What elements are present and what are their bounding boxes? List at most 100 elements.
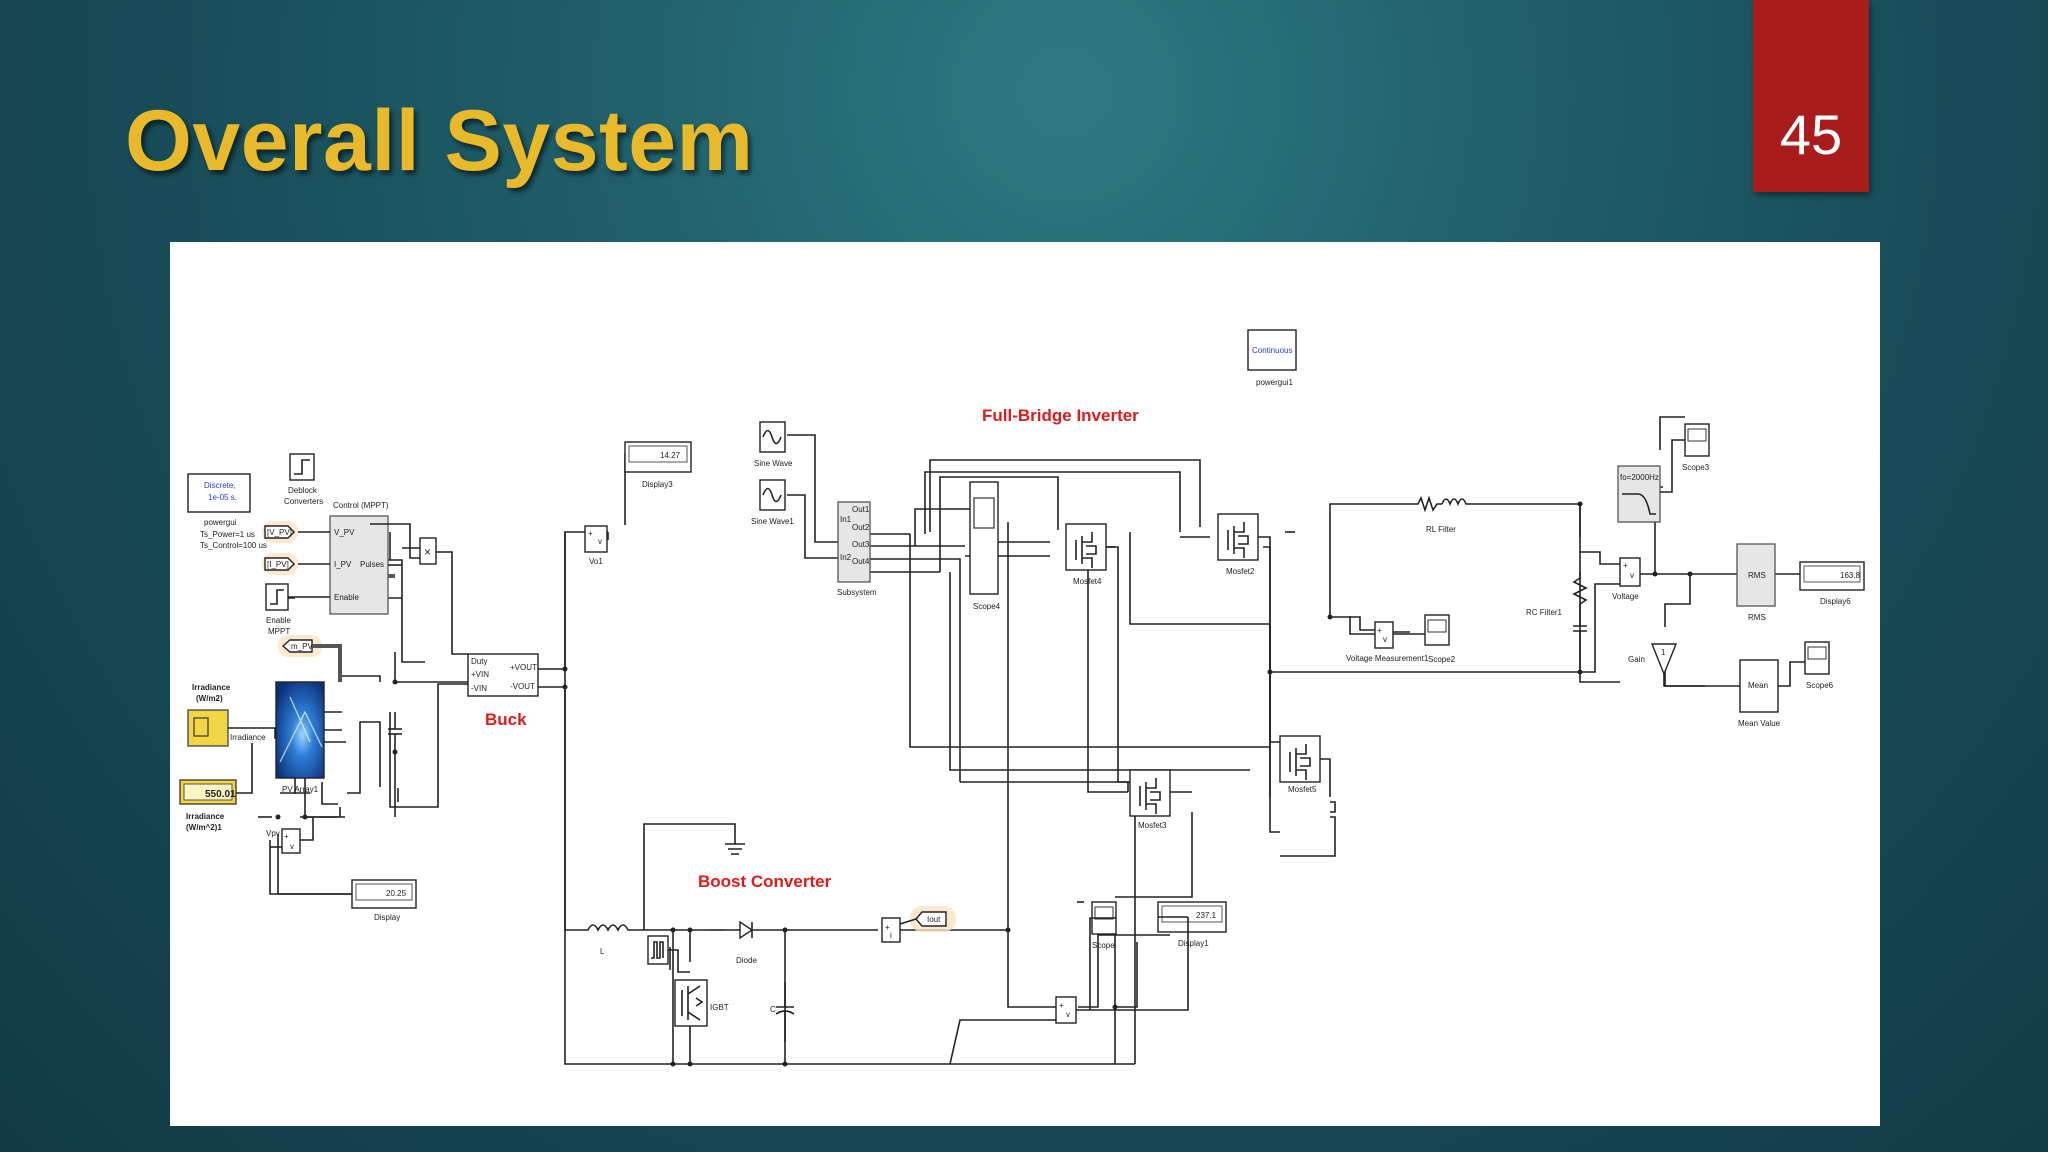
voltage-label: Voltage: [1612, 592, 1639, 601]
powergui-label: powergui: [204, 518, 237, 527]
svg-text:i: i: [890, 931, 892, 940]
enable-mppt-label-2: MPPT: [268, 627, 290, 636]
buck-converter-block[interactable]: Duty +VIN -VIN +VOUT -VOUT: [467, 653, 539, 697]
slide-title: Overall System: [125, 93, 754, 189]
rms-display-label: Display6: [1820, 597, 1851, 606]
deblock-converters-step[interactable]: Deblock Converters: [284, 453, 323, 506]
powergui1-block[interactable]: Continuous powergui1: [1247, 329, 1297, 387]
powergui-block[interactable]: Discrete, 1e-05 s. powergui Ts_Power=1 u…: [187, 473, 267, 550]
control-mppt-in-vpv: V_PV: [334, 528, 355, 537]
scope6-label: Scope6: [1806, 681, 1834, 690]
svg-text:v: v: [1066, 1010, 1070, 1019]
page-number: 45: [1779, 103, 1843, 166]
tag-mpv[interactable]: m_PV: [278, 635, 322, 657]
svg-text:×: ×: [424, 545, 431, 559]
subsystem-in2: In2: [840, 553, 852, 562]
irradiance-label-1: Irradiance: [192, 683, 231, 692]
enable-mppt-label-1: Enable: [266, 616, 291, 625]
svg-text:v: v: [598, 537, 602, 546]
mosfet4-block[interactable]: Mosfet4: [1065, 523, 1107, 586]
subsystem-in1: In1: [840, 515, 852, 524]
vpv-label: Vpv: [266, 829, 280, 838]
powergui-mode: Discrete,: [204, 481, 236, 490]
sine-wave-block[interactable]: Sine Wave: [754, 421, 793, 468]
mosfet5-block[interactable]: Mosfet5: [1279, 735, 1321, 794]
tag-iout-text: Iout: [927, 915, 941, 924]
deblock-label-2: Converters: [284, 497, 323, 506]
powergui-ts-power: Ts_Power=1 us: [200, 530, 255, 539]
lowpass-filter-block[interactable]: fo=2000Hz: [1617, 465, 1661, 523]
product-block[interactable]: ×: [419, 537, 437, 565]
gain-block[interactable]: 1 Gain: [1628, 643, 1678, 676]
simulink-diagram: Full-Bridge Inverter Buck Boost Converte…: [179, 329, 1865, 1067]
boost-inductor[interactable]: L: [580, 924, 630, 956]
voltage-measurement1-block[interactable]: + v Voltage Measurement1: [1346, 621, 1429, 663]
subsystem-block[interactable]: In1 In2 Out1 Out2 Out3 Out4 Subsystem: [837, 501, 877, 597]
sine-wave1-block[interactable]: Sine Wave1: [751, 479, 794, 526]
mosfet2-block[interactable]: Mosfet2: [1217, 513, 1259, 576]
ground-symbol: [725, 832, 745, 855]
mosfet4-label: Mosfet4: [1073, 577, 1102, 586]
subsystem-out3: Out3: [852, 540, 870, 549]
vo1-display: 14.27 Display3: [624, 441, 692, 489]
svg-text:+: +: [588, 529, 593, 538]
scope-label: Scope: [1092, 941, 1115, 950]
output-voltage-measurement[interactable]: + v: [1055, 996, 1077, 1024]
boost-current-measurement[interactable]: + i: [881, 917, 901, 943]
subsystem-label: Subsystem: [837, 588, 877, 597]
pv-array-block[interactable]: PV Array1: [275, 681, 325, 794]
svg-text:+: +: [1377, 626, 1382, 635]
rl-filter[interactable]: RL Filter: [1410, 495, 1470, 534]
mosfet3-block[interactable]: Mosfet3: [1129, 769, 1171, 830]
mosfet2-label: Mosfet2: [1226, 567, 1255, 576]
page-number-badge: 45: [1753, 0, 1869, 192]
display1-value: 237.1: [1196, 911, 1217, 920]
voltage-measurement-block[interactable]: + v Voltage: [1612, 557, 1641, 601]
buck-in-vin-p: +VIN: [471, 670, 489, 679]
display1-block: 237.1 Display1: [1157, 901, 1227, 948]
rms-block[interactable]: RMS RMS: [1736, 543, 1776, 622]
irradiance-port: Irradiance: [230, 733, 266, 742]
mean-value-block[interactable]: Mean Mean Value: [1738, 659, 1781, 728]
display1-label: Display1: [1178, 939, 1209, 948]
pulse-generator-block[interactable]: [647, 935, 669, 965]
scope4-label: Scope4: [973, 602, 1001, 611]
control-mppt-in-enable: Enable: [334, 593, 359, 602]
buck-out-vout-m: -VOUT: [510, 682, 535, 691]
scope6-block[interactable]: Scope6: [1804, 641, 1834, 690]
boost-capacitor[interactable]: C: [770, 982, 795, 1042]
irradiance-display-label-1: Irradiance: [186, 812, 225, 821]
control-mppt-block[interactable]: Control (MPPT) V_PV I_PV Enable Pulses: [329, 501, 389, 615]
scope3-block[interactable]: Scope3: [1682, 423, 1710, 472]
enable-mppt-step[interactable]: Enable MPPT: [265, 583, 291, 636]
vo1-voltage-measurement[interactable]: + v Vo1: [584, 525, 608, 566]
subsystem-out4: Out4: [852, 557, 870, 566]
tag-ipv[interactable]: [I_PV]: [262, 553, 298, 575]
rc-filter[interactable]: RC Filter1: [1526, 572, 1588, 667]
powergui-step: 1e-05 s.: [208, 493, 237, 502]
irradiance-label-2: (W/m2): [196, 694, 223, 703]
section-label-buck: Buck: [485, 710, 527, 729]
boost-diode[interactable]: Diode: [736, 920, 757, 965]
igbt-label: IGBT: [710, 1003, 729, 1012]
rms-label: RMS: [1748, 613, 1766, 622]
control-mppt-out-pulses: Pulses: [360, 560, 384, 569]
scope-block[interactable]: Scope: [1091, 901, 1117, 950]
tag-vpv[interactable]: [V_PV]: [262, 521, 298, 543]
svg-text:+: +: [284, 832, 289, 841]
vpv-voltage-measurement[interactable]: + v Vpv: [266, 828, 301, 854]
igbt-block[interactable]: IGBT: [674, 979, 729, 1027]
powergui1-mode: Continuous: [1252, 346, 1292, 355]
scope2-block[interactable]: Scope2: [1424, 614, 1456, 664]
irradiance-input-block[interactable]: Irradiance (W/m2) Irradiance: [187, 683, 266, 747]
diode-label: Diode: [736, 956, 757, 965]
tag-iout[interactable]: Iout: [910, 906, 956, 932]
scope2-label: Scope2: [1428, 655, 1456, 664]
pv-capacitor: [388, 712, 402, 752]
control-mppt-in-ipv: I_PV: [334, 560, 352, 569]
svg-text:v: v: [1383, 635, 1387, 644]
buck-in-duty: Duty: [471, 657, 487, 666]
vo1-display-label: Display3: [642, 480, 673, 489]
inductor-label: L: [600, 947, 605, 956]
scope4-block[interactable]: Scope4: [969, 481, 1001, 611]
